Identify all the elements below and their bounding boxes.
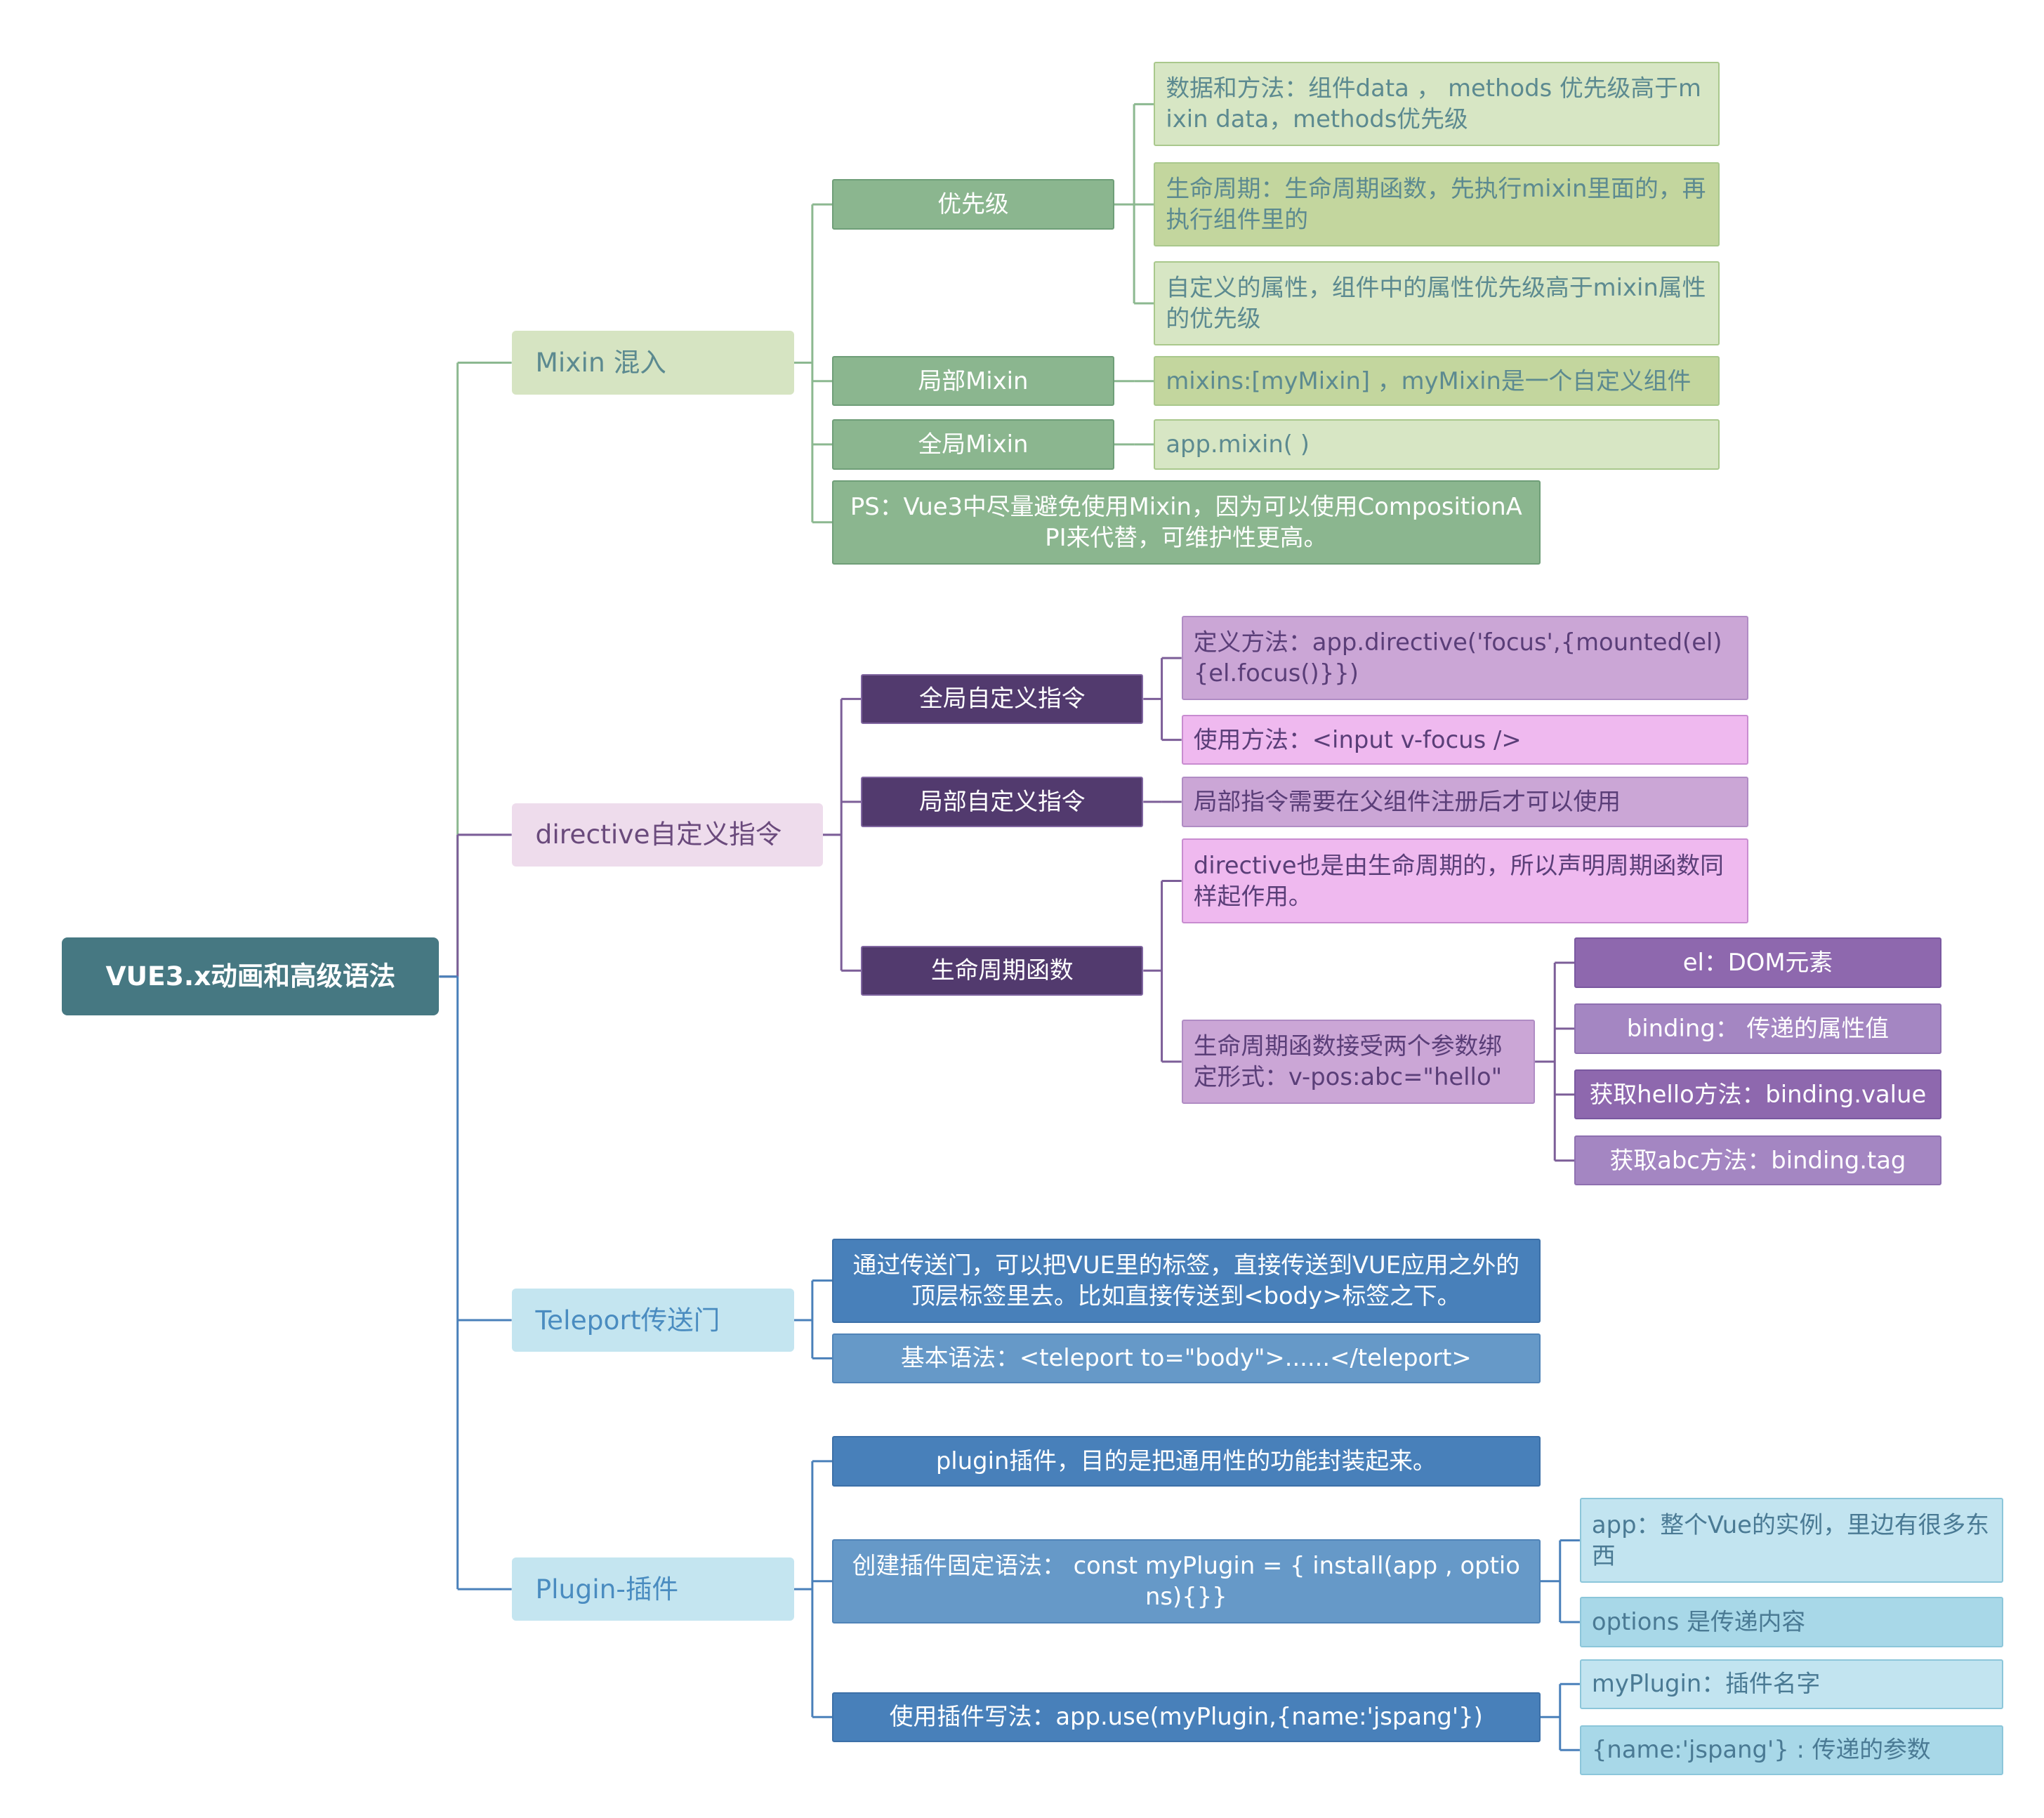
leaf-param-binding[interactable]: binding： 传递的属性值	[1574, 1003, 1941, 1054]
leaf-lifecycle-params[interactable]: 生命周期函数接受两个参数绑定形式：v-pos:abc="hello"	[1181, 1019, 1536, 1104]
subtopic-global-mixin[interactable]: 全局Mixin	[832, 419, 1114, 470]
leaf-global-directive-use[interactable]: 使用方法：<input v-focus />	[1181, 714, 1749, 765]
leaf-teleport-syntax[interactable]: 基本语法：<teleport to="body">......</telepor…	[832, 1333, 1541, 1384]
subtopic-plugin-use[interactable]: 使用插件写法：app.use(myPlugin,{name:'jspang'})	[832, 1692, 1541, 1742]
leaf-plugin-options[interactable]: options 是传递内容	[1579, 1597, 2003, 1647]
leaf-lifecycle-description[interactable]: directive也是由生命周期的，所以声明周期函数同样起作用。	[1181, 838, 1749, 923]
subtopic-local-directive[interactable]: 局部自定义指令	[861, 777, 1144, 827]
leaf-priority-lifecycle[interactable]: 生命周期：生命周期函数，先执行mixin里面的，再执行组件里的	[1154, 162, 1720, 247]
topic-mixin[interactable]: Mixin 混入	[511, 331, 794, 395]
topic-plugin[interactable]: Plugin-插件	[511, 1557, 794, 1621]
leaf-local-mixin-detail[interactable]: mixins:[myMixin] ，myMixin是一个自定义组件	[1154, 356, 1720, 407]
leaf-global-directive-define[interactable]: 定义方法：app.directive('focus',{mounted(el){…	[1181, 616, 1749, 701]
leaf-param-binding-value[interactable]: 获取hello方法：binding.value	[1574, 1069, 1941, 1120]
subtopic-lifecycle-functions[interactable]: 生命周期函数	[861, 945, 1144, 996]
subtopic-global-directive[interactable]: 全局自定义指令	[861, 673, 1144, 725]
subtopic-mixin-ps-note[interactable]: PS：Vue3中尽量避免使用Mixin，因为可以使用CompositionAPI…	[832, 480, 1541, 565]
leaf-local-directive-detail[interactable]: 局部指令需要在父组件注册后才可以使用	[1181, 777, 1749, 827]
leaf-plugin-description[interactable]: plugin插件，目的是把通用性的功能封装起来。	[832, 1436, 1541, 1487]
leaf-priority-data-methods[interactable]: 数据和方法：组件data ， methods 优先级高于mixin data，m…	[1154, 62, 1720, 147]
subtopic-local-mixin[interactable]: 局部Mixin	[832, 356, 1114, 407]
subtopic-mixin-priority[interactable]: 优先级	[832, 179, 1114, 230]
leaf-plugin-name[interactable]: myPlugin：插件名字	[1579, 1659, 2003, 1709]
leaf-global-mixin-detail[interactable]: app.mixin( )	[1154, 419, 1720, 470]
leaf-plugin-params[interactable]: {name:'jspang'} : 传递的参数	[1579, 1725, 2003, 1775]
topic-directive[interactable]: directive自定义指令	[511, 803, 823, 867]
leaf-param-el[interactable]: el：DOM元素	[1574, 937, 1941, 988]
leaf-teleport-description[interactable]: 通过传送门，可以把VUE里的标签，直接传送到VUE应用之外的顶层标签里去。比如直…	[832, 1238, 1541, 1323]
leaf-param-binding-tag[interactable]: 获取abc方法：binding.tag	[1574, 1135, 1941, 1186]
subtopic-plugin-create[interactable]: 创建插件固定语法： const myPlugin = { install(app…	[832, 1539, 1541, 1623]
leaf-plugin-app[interactable]: app：整个Vue的实例，里边有很多东西	[1579, 1498, 2003, 1583]
topic-teleport[interactable]: Teleport传送门	[511, 1288, 794, 1352]
leaf-priority-custom-props[interactable]: 自定义的属性，组件中的属性优先级高于mixin属性的优先级	[1154, 261, 1720, 346]
root-topic[interactable]: VUE3.x动画和高级语法	[62, 937, 440, 1016]
